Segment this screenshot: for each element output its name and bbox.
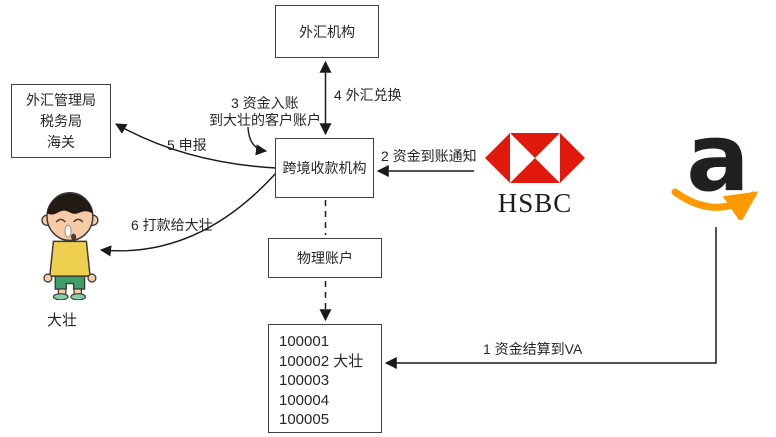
account-row: 100003 (279, 372, 330, 389)
regulator-line-safe: 外汇管理局 (26, 91, 96, 108)
box-virtual-accounts: 100001 100002 大壮 100003 100004 100005 (268, 324, 382, 433)
hsbc-hexagon-icon (485, 133, 585, 183)
label-step4: 4 外汇兑换 (334, 87, 402, 103)
account-row-dazhuang: 100002 大壮 (279, 352, 364, 370)
label-step3-line1: 3 资金入账 (231, 95, 299, 111)
hsbc-wordmark: HSBC (497, 188, 573, 218)
label-step5: 5 申报 (167, 137, 207, 153)
box-physical-account-label: 物理账户 (297, 250, 353, 266)
arrow-step6-pay-dazhuang (99, 172, 277, 257)
box-forex-agency: 外汇机构 (275, 5, 379, 58)
person-name-label: 大壮 (47, 312, 78, 329)
label-step2: 2 资金到账通知 (381, 148, 477, 164)
box-cross-border-collector: 跨境收款机构 (275, 138, 374, 198)
box-cross-border-label: 跨境收款机构 (282, 160, 367, 176)
box-regulators: 外汇管理局 税务局 海关 (11, 84, 111, 158)
label-step1: 1 资金结算到VA (483, 341, 583, 357)
box-physical-account: 物理账户 (268, 238, 382, 278)
account-row: 100005 (279, 411, 330, 428)
regulator-line-tax: 税务局 (40, 112, 82, 129)
dazhuang-illustration (41, 192, 99, 300)
label-step6: 6 打款给大壮 (131, 217, 213, 233)
person-body (43, 240, 97, 300)
hsbc-logo: HSBC (485, 133, 585, 217)
regulator-line-customs: 海关 (47, 133, 75, 150)
account-row: 100004 (279, 391, 330, 409)
arrow-step3-funds-credit (247, 126, 268, 156)
box-forex-agency-label: 外汇机构 (299, 23, 355, 40)
amazon-smile-icon (671, 188, 759, 220)
arrow-step1-settle-to-va (384, 227, 717, 369)
person-head (41, 192, 99, 242)
account-row: 100001 (279, 333, 330, 350)
arrow-step5-declaration (115, 123, 277, 169)
amazon-logo: a (671, 118, 759, 220)
label-step3-line2: 到大壮的客户账户 (209, 112, 321, 128)
